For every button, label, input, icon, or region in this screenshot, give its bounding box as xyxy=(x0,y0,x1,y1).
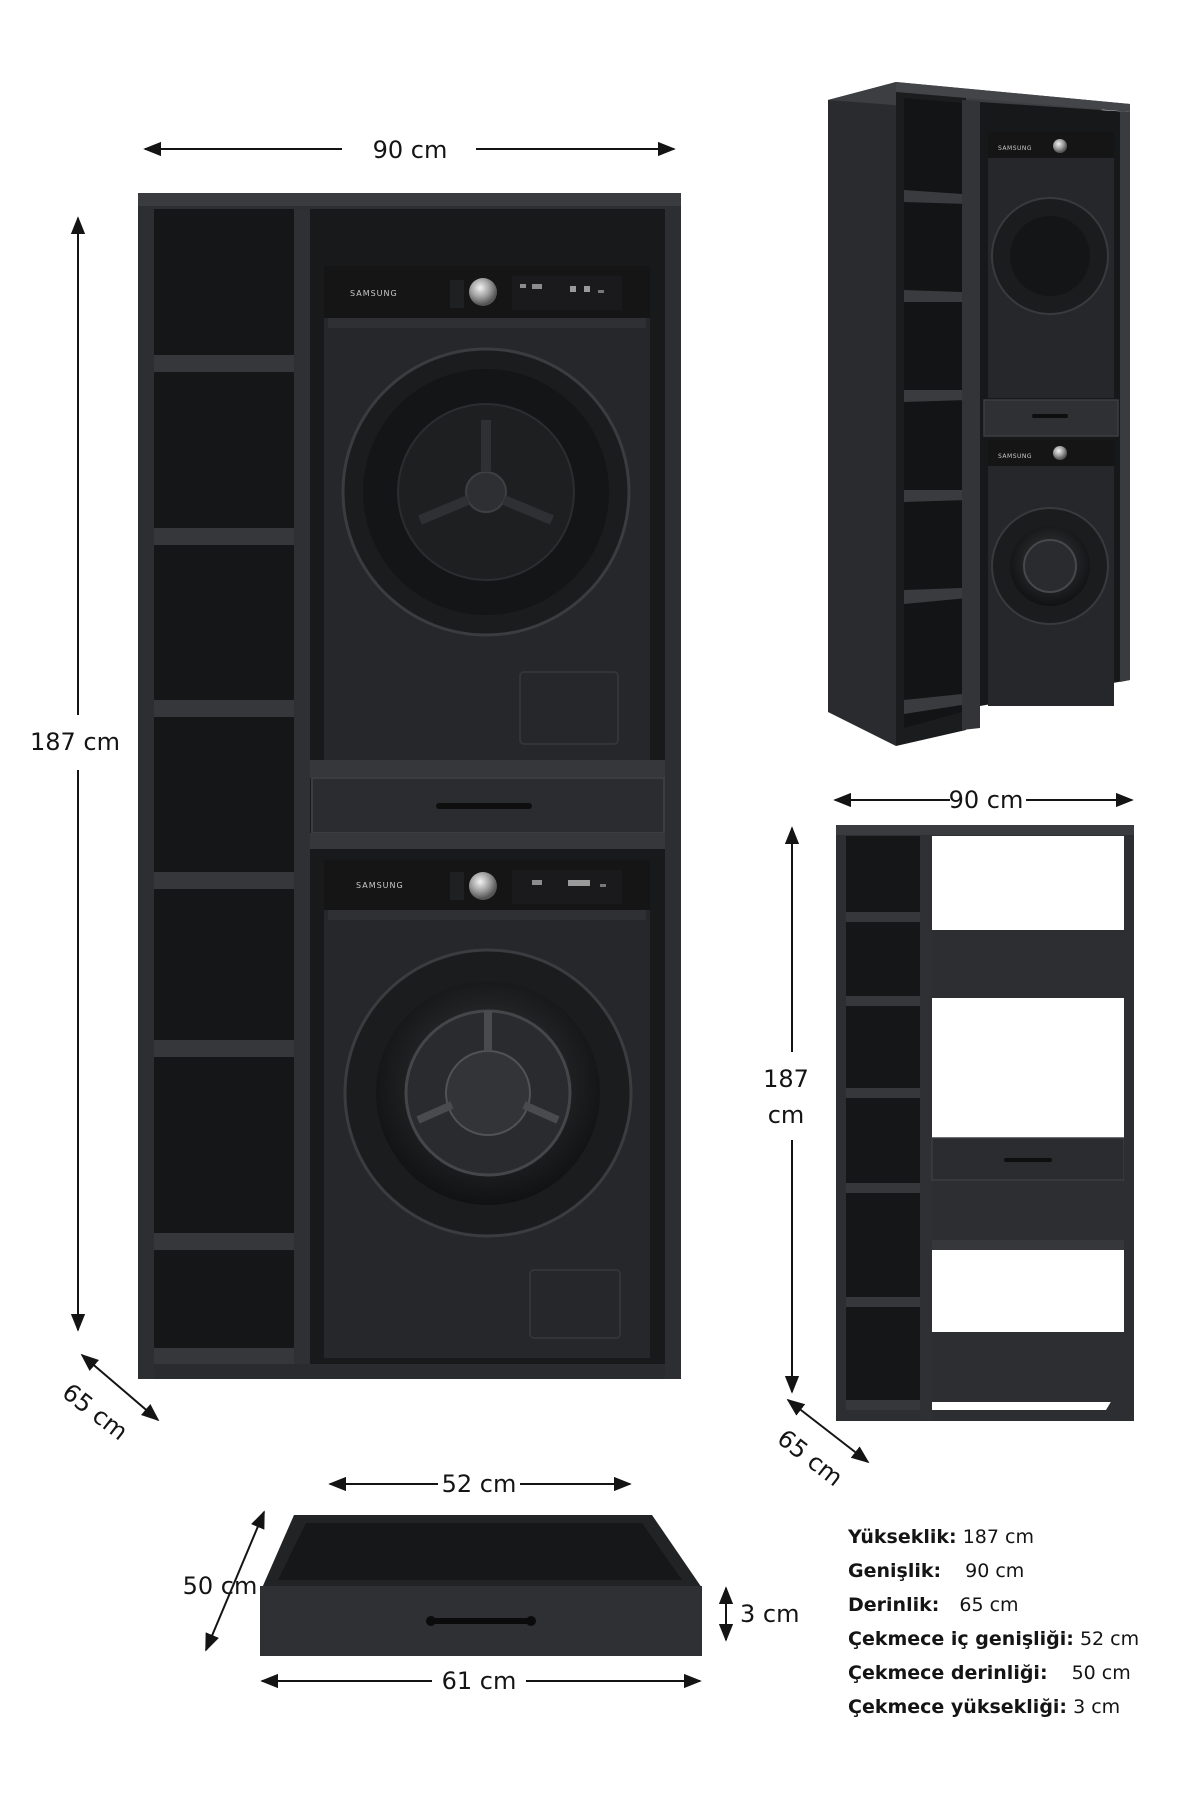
drawer-outer-width-label: 61 cm xyxy=(442,1667,517,1695)
spec-value: 50 cm xyxy=(1071,1662,1131,1684)
main-height-label: 187 cm xyxy=(30,728,120,756)
spec-value: 65 cm xyxy=(959,1594,1019,1616)
spec-label: Genişlik: xyxy=(848,1560,942,1582)
spec-label: Çekmece derinliği: xyxy=(848,1662,1048,1684)
spec-value: 187 cm xyxy=(962,1526,1034,1548)
frame-width-dimension: 90 cm xyxy=(833,786,1134,814)
perspective-washer-brand: SAMSUNG xyxy=(998,453,1032,460)
perspective-dryer-brand: SAMSUNG xyxy=(998,145,1032,152)
drawer-inner-width-label: 52 cm xyxy=(442,1470,517,1498)
washer-brand-label: SAMSUNG xyxy=(356,881,404,890)
drawer-depth-dimension: 50 cm xyxy=(183,1510,265,1652)
spec-row: Derinlik: 65 cm xyxy=(848,1588,1188,1622)
spec-row: Çekmece derinliği: 50 cm xyxy=(848,1656,1188,1690)
spec-list: Yükseklik: 187 cm Genişlik: 90 cm Derinl… xyxy=(848,1520,1188,1724)
spec-value: 90 cm xyxy=(965,1560,1025,1582)
frame-height-label-line1: 187 xyxy=(763,1065,809,1093)
frame-width-label: 90 cm xyxy=(949,786,1024,814)
main-cabinet-view: SAMSUNG SAMSUNG xyxy=(138,193,681,1379)
spec-value: 52 cm xyxy=(1079,1628,1140,1650)
spec-row: Genişlik: 90 cm xyxy=(848,1554,1188,1588)
spec-row: Yükseklik: 187 cm xyxy=(848,1520,1188,1554)
dryer-dial-icon xyxy=(469,278,497,306)
left-shelves xyxy=(154,355,294,1364)
spec-row: Çekmece iç genişliği: 52 cm xyxy=(848,1622,1188,1656)
dryer-appliance: SAMSUNG xyxy=(324,266,650,760)
frame-height-dimension: 187 cm xyxy=(763,826,809,1394)
perspective-cabinet-view: SAMSUNG SAMSUNG xyxy=(828,82,1130,746)
drawer-detail-view xyxy=(260,1515,702,1656)
main-drawer xyxy=(311,777,665,834)
dryer-brand-label: SAMSUNG xyxy=(350,289,398,298)
main-height-dimension: 187 cm xyxy=(30,216,120,1332)
spec-label: Yükseklik: xyxy=(848,1526,957,1548)
main-width-label: 90 cm xyxy=(373,136,448,164)
main-width-dimension: 90 cm xyxy=(143,136,676,164)
frame-front-view xyxy=(836,825,1134,1421)
frame-height-label-line2: cm xyxy=(768,1101,805,1129)
drawer-inner-width-dimension: 52 cm xyxy=(328,1470,632,1498)
spec-value: 3 cm xyxy=(1073,1696,1121,1718)
spec-label: Çekmece iç genişliği: xyxy=(848,1628,1074,1650)
drawer-depth-label: 50 cm xyxy=(183,1572,258,1600)
frame-depth-label: 65 cm xyxy=(772,1424,848,1492)
spec-label: Çekmece yüksekliği: xyxy=(848,1696,1068,1718)
washer-dial-icon xyxy=(469,872,497,900)
drawer-height-dimension: 3 cm xyxy=(718,1586,799,1642)
washer-appliance: SAMSUNG xyxy=(324,860,650,1358)
drawer-height-label: 3 cm xyxy=(740,1600,799,1628)
spec-label: Derinlik: xyxy=(848,1594,940,1616)
drawer-outer-width-dimension: 61 cm xyxy=(260,1667,702,1695)
spec-row: Çekmece yüksekliği: 3 cm xyxy=(848,1690,1188,1724)
